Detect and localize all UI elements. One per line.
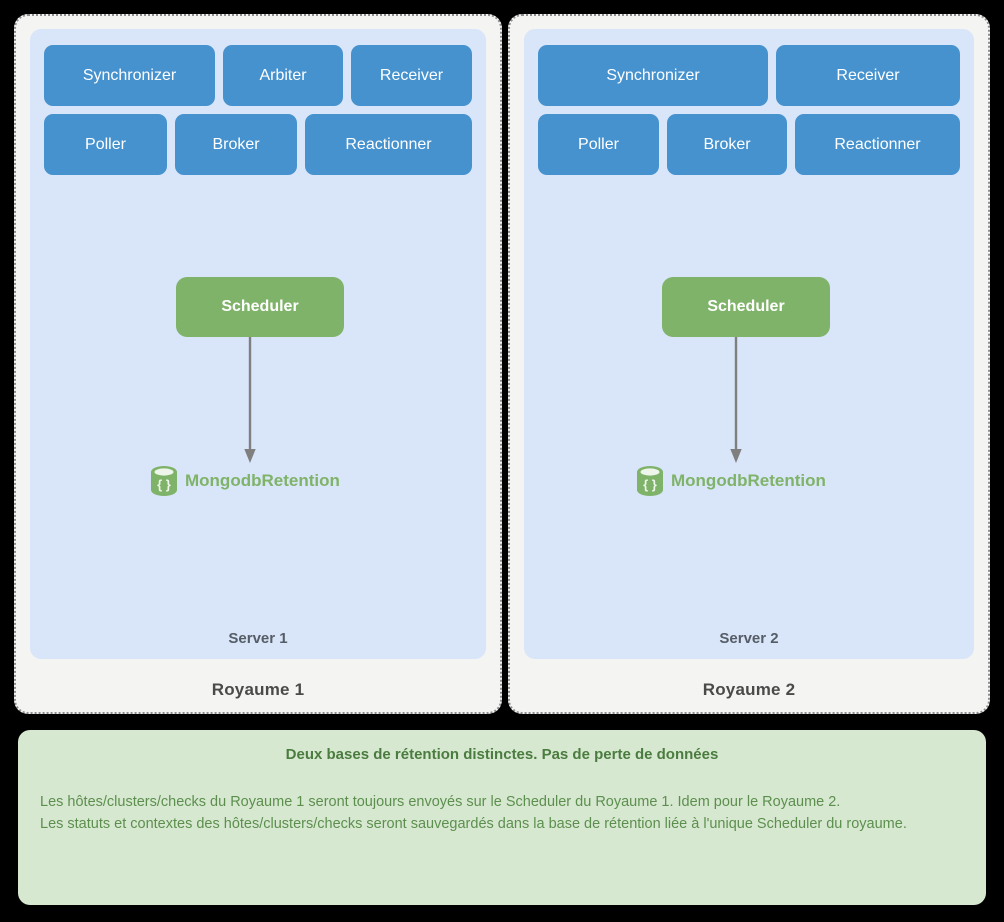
- database-cylinder-icon: { }: [151, 466, 177, 496]
- server-card-1: Synchronizer Arbiter Receiver Poller Bro…: [30, 29, 486, 659]
- daemon-row-bottom-2: Poller Broker Reactionner: [538, 114, 960, 175]
- retention-db-2: { } MongodbRetention: [636, 465, 826, 497]
- note-card: Deux bases de rétention distinctes. Pas …: [18, 730, 986, 905]
- retention-db-label-1: MongodbRetention: [185, 471, 340, 490]
- daemon-box-arbiter[interactable]: Arbiter: [223, 45, 343, 106]
- realm-card-2: Synchronizer Receiver Poller Broker Reac…: [508, 14, 990, 714]
- daemon-box-reactionner[interactable]: Reactionner: [305, 114, 472, 175]
- daemon-box-reactionner[interactable]: Reactionner: [795, 114, 960, 175]
- note-line: Les statuts et contextes des hôtes/clust…: [40, 816, 907, 832]
- realm-label-1: Royaume 1: [211, 680, 305, 699]
- realm-card-1: Synchronizer Arbiter Receiver Poller Bro…: [14, 14, 502, 714]
- daemon-box-receiver[interactable]: Receiver: [351, 45, 472, 106]
- arrow-scheduler-to-retention-1: [244, 337, 256, 463]
- server-label-1: Server 1: [228, 630, 288, 647]
- daemon-box-receiver[interactable]: Receiver: [776, 45, 960, 106]
- daemon-box-synchronizer[interactable]: Synchronizer: [538, 45, 768, 106]
- database-cylinder-icon: { }: [637, 466, 663, 496]
- svg-text:{ }: { }: [643, 477, 657, 492]
- svg-text:{ }: { }: [157, 477, 171, 492]
- daemon-row-top-1: Synchronizer Arbiter Receiver: [44, 45, 472, 106]
- server-label-2: Server 2: [719, 630, 779, 647]
- scheduler-box-1[interactable]: Scheduler: [176, 277, 344, 337]
- realm-label-2: Royaume 2: [702, 680, 796, 699]
- scheduler-box-2[interactable]: Scheduler: [662, 277, 830, 337]
- retention-db-1: { } MongodbRetention: [150, 465, 340, 497]
- note-line: Les hôtes/clusters/checks du Royaume 1 s…: [40, 794, 841, 810]
- daemon-grid-2: Synchronizer Receiver Poller Broker Reac…: [538, 45, 960, 183]
- note-title: Deux bases de rétention distinctes. Pas …: [285, 746, 719, 763]
- daemon-box-broker[interactable]: Broker: [667, 114, 787, 175]
- daemon-row-top-2: Synchronizer Receiver: [538, 45, 960, 106]
- daemon-row-bottom-1: Poller Broker Reactionner: [44, 114, 472, 175]
- daemon-box-poller[interactable]: Poller: [44, 114, 167, 175]
- daemon-box-synchronizer[interactable]: Synchronizer: [44, 45, 215, 106]
- daemon-grid-1: Synchronizer Arbiter Receiver Poller Bro…: [44, 45, 472, 183]
- server-card-2: Synchronizer Receiver Poller Broker Reac…: [524, 29, 974, 659]
- daemon-box-poller[interactable]: Poller: [538, 114, 659, 175]
- retention-db-label-2: MongodbRetention: [671, 471, 826, 490]
- arrow-scheduler-to-retention-2: [730, 337, 742, 463]
- daemon-box-broker[interactable]: Broker: [175, 114, 297, 175]
